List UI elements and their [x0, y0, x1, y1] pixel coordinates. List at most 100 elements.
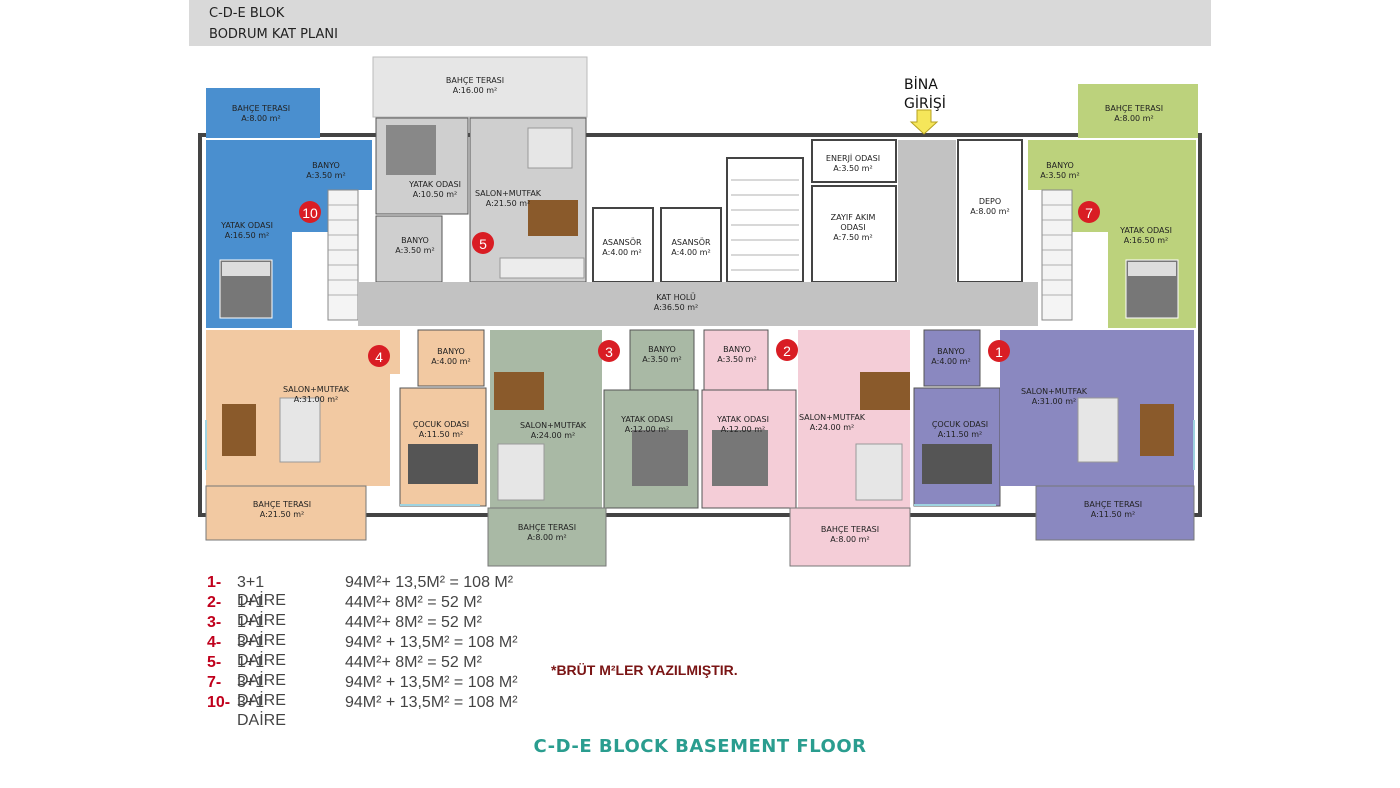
r1-salon-area: A:31.00 m²	[1032, 397, 1076, 406]
hall-name: KAT HOLÜ	[656, 292, 696, 302]
legend-type: 3+1 DAİRE	[237, 634, 286, 669]
r2-salon-area: A:24.00 m²	[810, 423, 854, 432]
r1-terrace-name: BAHÇE TERASI	[1084, 500, 1142, 509]
depo-name: DEPO	[979, 197, 1001, 206]
r3-salon-name: SALON+MUTFAK	[520, 421, 587, 430]
unit-4-terrace	[205, 485, 367, 541]
r10-bed-name: YATAK ODASI	[220, 221, 273, 230]
legend-number: 10-	[207, 694, 231, 711]
legend-type: 1+1 DAİRE	[237, 654, 286, 689]
elevator-1	[592, 207, 654, 283]
r4-child-name: ÇOCUK ODASI	[413, 420, 469, 429]
r1-bath-name: BANYO	[937, 347, 965, 356]
unit-2-terrace	[789, 507, 911, 567]
lift2-area: A:4.00 m²	[671, 248, 710, 257]
entrance-corridor	[898, 140, 956, 282]
r7-bed-area: A:16.50 m²	[1124, 236, 1168, 245]
r2-bath-name: BANYO	[723, 345, 751, 354]
r2-bed-area: A:12.00 m²	[721, 425, 765, 434]
r4-terrace-name: BAHÇE TERASI	[253, 500, 311, 509]
legend-area: 44M²+ 8M² = 52 M²	[345, 594, 482, 611]
title-bar: C-D-E BLOK BODRUM KAT PLANI	[189, 0, 1211, 46]
legend-area: 44M²+ 8M² = 52 M²	[345, 654, 482, 671]
weak-current-room	[811, 185, 897, 283]
r7-bath-area: A:3.50 m²	[1040, 171, 1079, 180]
stairs-right	[1041, 189, 1073, 321]
hall-area: A:36.50 m²	[654, 303, 698, 312]
unit-badge-4: 4	[368, 345, 390, 367]
unit-10-bath	[292, 140, 372, 190]
weak-area: A:7.50 m²	[833, 233, 872, 242]
svg-text:7: 7	[1085, 205, 1093, 221]
unit-badge-3: 3	[598, 340, 620, 362]
unit-7-terrace	[1078, 84, 1198, 138]
legend-area: 94M² + 13,5M² = 108 M²	[345, 674, 518, 691]
r4-salon-area: A:31.00 m²	[294, 395, 338, 404]
lift1-name: ASANSÖR	[602, 237, 642, 247]
legend-type: 1+1 DAİRE	[237, 594, 286, 629]
weak-name-1: ZAYIF AKIM	[831, 213, 876, 222]
unit-5-terrace	[372, 56, 588, 118]
block-title: C-D-E BLOK	[209, 6, 285, 21]
r1-bath-area: A:4.00 m²	[931, 357, 970, 366]
lift2-name: ASANSÖR	[671, 237, 711, 247]
plan-title: BODRUM KAT PLANI	[209, 27, 338, 42]
r5-bath-name: BANYO	[401, 236, 429, 245]
r3-bath-area: A:3.50 m²	[642, 355, 681, 364]
energy-name: ENERJİ ODASI	[826, 153, 880, 163]
r3-bath-name: BANYO	[648, 345, 676, 354]
entrance-arrow-icon	[909, 109, 939, 135]
r5-salon-name: SALON+MUTFAK	[475, 189, 542, 198]
legend-area: 94M²+ 13,5M² = 108 M²	[345, 574, 514, 591]
unit-1-bath	[923, 329, 981, 387]
legend-area: 94M² + 13,5M² = 108 M²	[345, 634, 518, 651]
r5-bed-area: A:10.50 m²	[413, 190, 457, 199]
weak-name-2: ODASI	[840, 223, 865, 232]
unit-2-bath	[703, 329, 769, 391]
r5-terrace-name: BAHÇE TERASI	[446, 76, 504, 85]
r10-terrace-name: BAHÇE TERASI	[232, 104, 290, 113]
r3-bed-area: A:12.00 m²	[625, 425, 669, 434]
r7-bath-name: BANYO	[1046, 161, 1074, 170]
r5-terrace-area: A:16.00 m²	[453, 86, 497, 95]
r5-bed-name: YATAK ODASI	[408, 180, 461, 189]
r2-salon-name: SALON+MUTFAK	[799, 413, 866, 422]
legend-area: 94M² + 13,5M² = 108 M²	[345, 694, 518, 711]
svg-text:1: 1	[995, 344, 1003, 360]
r4-bath-area: A:4.00 m²	[431, 357, 470, 366]
r10-bed-area: A:16.50 m²	[225, 231, 269, 240]
storage-room	[957, 139, 1023, 283]
depo-area: A:8.00 m²	[970, 207, 1009, 216]
unit-badge-10: 10	[299, 201, 321, 223]
legend-type: 3+1 DAİRE	[237, 674, 286, 709]
legend-type: 1+1 DAİRE	[237, 614, 286, 649]
r1-child-area: A:11.50 m²	[938, 430, 982, 439]
r2-bath-area: A:3.50 m²	[717, 355, 756, 364]
unit-3-terrace	[487, 507, 607, 567]
r1-terrace-area: A:11.50 m²	[1091, 510, 1135, 519]
r4-bath-name: BANYO	[437, 347, 465, 356]
r10-bath-area: A:3.50 m²	[306, 171, 345, 180]
r2-bed-name: YATAK ODASI	[716, 415, 769, 424]
r10-terrace-area: A:8.00 m²	[241, 114, 280, 123]
unit-badge-7: 7	[1078, 201, 1100, 223]
entrance-label-1: BİNA	[904, 75, 938, 93]
unit-badge-2: 2	[776, 339, 798, 361]
r7-terrace-area: A:8.00 m²	[1114, 114, 1153, 123]
r5-salon-area: A:21.50 m²	[486, 199, 530, 208]
r2-terrace-area: A:8.00 m²	[830, 535, 869, 544]
r3-salon-area: A:24.00 m²	[531, 431, 575, 440]
legend-type: 3+1 DAİRE	[237, 574, 286, 609]
legend-area: 44M²+ 8M² = 52 M²	[345, 614, 482, 631]
energy-area: A:3.50 m²	[833, 164, 872, 173]
svg-text:10: 10	[302, 205, 318, 221]
svg-text:3: 3	[605, 344, 613, 360]
r3-bed-name: YATAK ODASI	[620, 415, 673, 424]
stairs-left	[327, 189, 359, 321]
lift1-area: A:4.00 m²	[602, 248, 641, 257]
r3-terrace-area: A:8.00 m²	[527, 533, 566, 542]
r2-terrace-name: BAHÇE TERASI	[821, 525, 879, 534]
unit-badge-5: 5	[472, 232, 494, 254]
legend-number: 1-	[207, 574, 222, 591]
